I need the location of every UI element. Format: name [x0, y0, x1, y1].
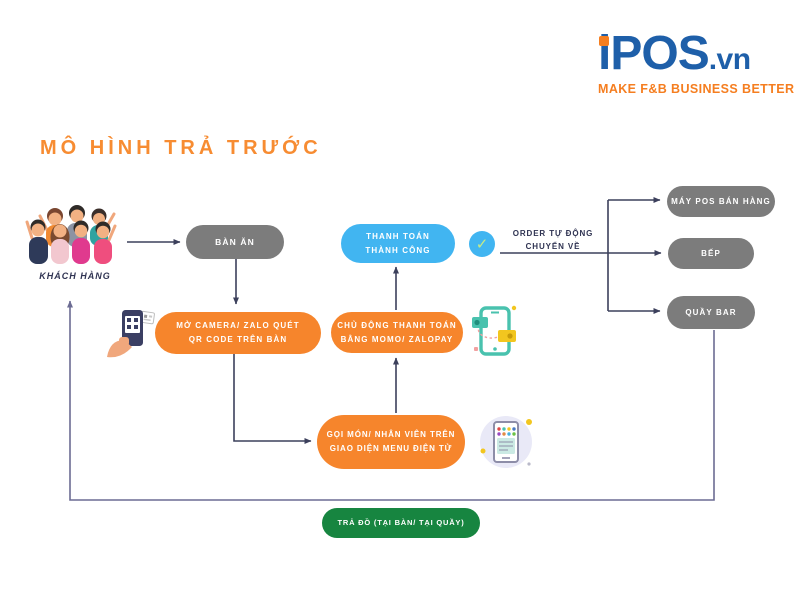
ipos-logo-wordmark: iPOS.vn: [598, 30, 798, 78]
customers-icon: [25, 205, 117, 264]
emenu-phone-icon: [480, 416, 532, 468]
mobile-payment-icon: [472, 305, 517, 356]
node-pay-momo-zalopay: CHỦ ĐỘNG THANH TOÁN BẰNG MOMO/ ZALOPAY: [331, 312, 463, 353]
node-scan-qr: MỞ CAMERA/ ZALO QUÉT QR CODE TRÊN BÀN: [155, 312, 321, 354]
node-bar-counter: QUẦY BAR: [667, 296, 755, 329]
customer-label: KHÁCH HÀNG: [39, 271, 111, 281]
logo-suffix-text: .vn: [708, 43, 751, 76]
page-title: MÔ HÌNH TRẢ TRƯỚC: [40, 137, 322, 159]
ipos-logo: iPOS.vn MAKE F&B BUSINESS BETTER: [598, 30, 798, 97]
node-dining-table: BÀN ĂN: [186, 225, 284, 259]
node-order-menu: GỌI MÓN/ NHÂN VIÊN TRÊN GIAO DIỆN MENU Đ…: [317, 415, 465, 469]
qr-scan-hand-icon: [107, 310, 155, 358]
logo-i-dot: [599, 36, 609, 46]
node-serve-items: TRẢ ĐỒ (TẠI BÀN/ TẠI QUẦY): [322, 508, 480, 538]
node-pos-machine: MÁY POS BÁN HÀNG: [667, 186, 775, 217]
check-icon: ✓: [469, 231, 495, 257]
logo-tagline: MAKE F&B BUSINESS BETTER: [598, 82, 795, 96]
auto-order-label: ORDER TỰ ĐỘNG CHUYỂN VỀ: [512, 229, 594, 252]
node-payment-success: THANH TOÁN THÀNH CÔNG: [341, 224, 455, 263]
logo-brand-text: iPOS: [598, 27, 710, 80]
node-kitchen: BẾP: [668, 238, 754, 269]
arrow-scan-to-order: [233, 354, 312, 444]
